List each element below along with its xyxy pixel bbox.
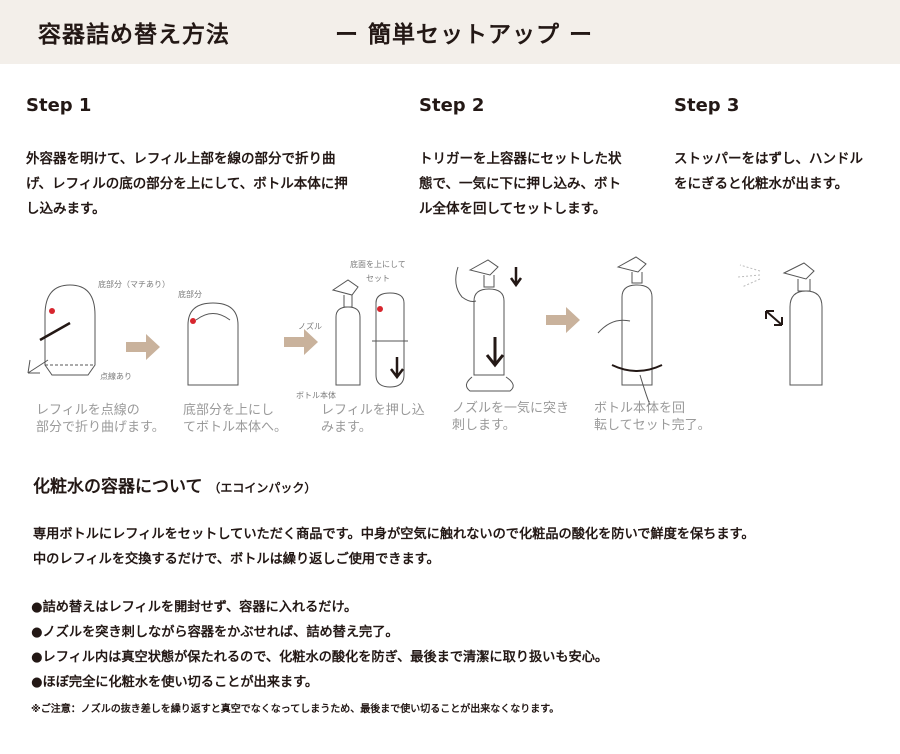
spray-bottle-icon (737, 262, 823, 386)
caption-1: レフィルを点線の 部分で折り曲げます。 (36, 403, 165, 435)
label-bottle-body: ボトル本体 (296, 391, 336, 400)
down-arrow-icon (509, 267, 523, 288)
step-1-text: 外容器を明けて、レフィル上部を線の部分で折り曲 げ、レフィルの底の部分を上にして… (26, 147, 386, 222)
next-arrow-icon (126, 334, 160, 360)
label-dotted-line: 点線あり (100, 372, 132, 381)
caption-3: レフィルを押し込 みます。 (321, 403, 425, 435)
refill-pouch-icon (27, 284, 96, 376)
feature-list: ●詰め替えはレフィルを開封せず、容器に入れるだけ。 ●ノズルを突き刺しながら容器… (31, 595, 891, 695)
caution-note: ※ご注意：ノズルの抜き差しを繰り返すと真空でなくなってしまうため、最後まで使い切… (31, 704, 560, 715)
accent-dot (49, 308, 55, 314)
next-arrow-icon (546, 307, 580, 333)
label-nozzle: ノズル (298, 322, 322, 331)
step-3-line: をにぎると化粧水が出ます。 (674, 176, 849, 192)
page-subtitle: ー 簡単セットアップ ー (335, 22, 594, 48)
page-title: 容器詰め替え方法 (38, 22, 230, 48)
list-item: ●ほぼ完全に化粧水を使い切ることが出来ます。 (31, 675, 319, 690)
hand-press-icon (455, 259, 514, 392)
caption-5: ボトル本体を回 転してセット完了。 (594, 401, 711, 433)
paragraph-line: 中のレフィルを交換するだけで、ボトルは繰り返しご使用できます。 (33, 552, 440, 567)
section-title-suffix: （エコインパック） (208, 481, 317, 495)
list-item: ●詰め替えはレフィルを開封せず、容器に入れるだけ。 (31, 600, 358, 615)
step-1-heading: Step 1 (26, 95, 92, 116)
step-2-heading: Step 2 (419, 95, 485, 116)
step-2-line: 態で、一気に下に押し込み、ボト (419, 176, 621, 192)
header-bar: 容器詰め替え方法 ー 簡単セットアップ ー (0, 0, 900, 64)
down-arrow-icon (390, 357, 404, 380)
caption-4: ノズルを一気に突き 刺します。 (452, 401, 570, 433)
next-arrow-icon (284, 329, 318, 355)
rotate-arrow-icon (611, 364, 663, 372)
accent-dot (377, 306, 383, 312)
step-1-line: 外容器を明けて、レフィル上部を線の部分で折り曲 (26, 151, 336, 167)
step-3-text: ストッパーをはずし、ハンドル をにぎると化粧水が出ます。 (674, 147, 889, 197)
illustration-svg (27, 256, 823, 406)
refill-inverted-icon (187, 302, 239, 386)
step-2-text: トリガーを上容器にセットした状 態で、一気に下に押し込み、ボト ル全体を回してセ… (419, 147, 659, 222)
caption-2: 底部分を上にし てボトル本体へ。 (183, 403, 288, 435)
section-paragraph: 専用ボトルにレフィルをセットしていただく商品です。中身が空気に触れないので化粧品… (33, 522, 883, 572)
down-arrow-icon (485, 337, 505, 368)
step-3-line: ストッパーをはずし、ハンドル (674, 151, 863, 167)
step-1-line: し込みます。 (26, 201, 106, 217)
label-bottom-up: 底面を上にして (350, 260, 406, 269)
section-title: 化粧水の容器について （エコインパック） (33, 477, 317, 497)
list-item: ●ノズルを突き刺しながら容器をかぶせれば、詰め替え完了。 (31, 625, 399, 640)
hand-rotate-icon (597, 256, 653, 406)
label-set: セット (366, 274, 390, 283)
diagonal-arrow-icon (765, 310, 783, 326)
label-bottom-gusset: 底部分（マチあり） (98, 280, 170, 289)
paragraph-line: 専用ボトルにレフィルをセットしていただく商品です。中身が空気に触れないので化粧品… (33, 527, 755, 542)
step-2-line: ル全体を回してセットします。 (419, 201, 607, 217)
label-bottom: 底部分 (178, 290, 202, 299)
step-1-line: げ、レフィルの底の部分を上にして、ボトル本体に押 (26, 176, 348, 192)
list-item: ●レフィル内は真空状態が保たれるので、化粧水の酸化を防ぎ、最後まで清潔に取り扱い… (31, 650, 609, 665)
bottle-refill-icon (331, 279, 408, 388)
refill-illustration: 底部分（マチあり） 点線あり 底部分 底面を上にして セット ノズル ボトル本体… (0, 245, 900, 445)
accent-dot (190, 318, 196, 324)
step-2-line: トリガーを上容器にセットした状 (419, 151, 622, 167)
step-3-heading: Step 3 (674, 95, 740, 116)
